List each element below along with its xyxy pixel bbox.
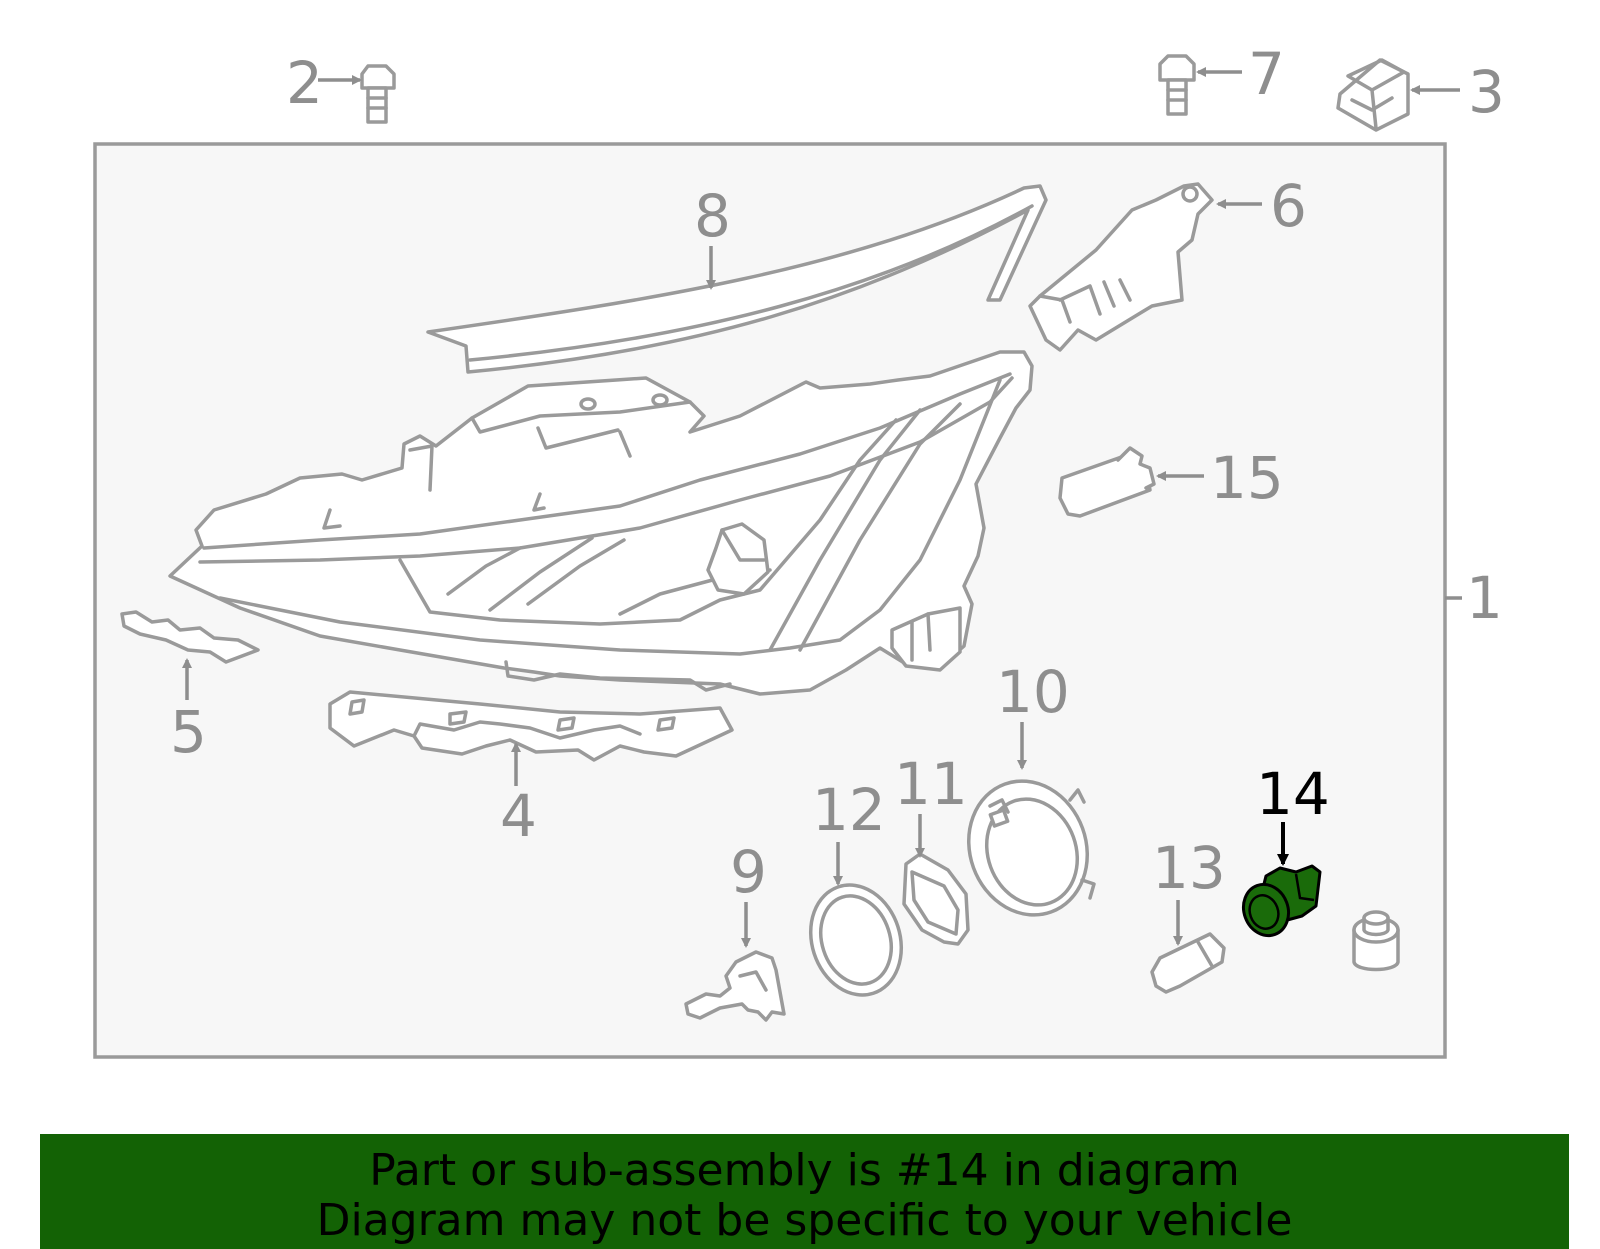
callout-8: 8 xyxy=(694,182,731,250)
callout-14: 14 xyxy=(1256,760,1330,828)
callout-12: 12 xyxy=(812,776,886,844)
part-3-clip xyxy=(1336,58,1410,132)
part-13-bulb xyxy=(1150,932,1226,994)
part-4-bracket xyxy=(328,690,734,762)
callout-7: 7 xyxy=(1248,40,1285,108)
banner-line-2: Diagram may not be specific to your vehi… xyxy=(316,1195,1293,1246)
part-8-trim-strip xyxy=(426,184,1048,374)
callout-1: 1 xyxy=(1466,564,1503,632)
headlamp-housing xyxy=(168,350,1034,696)
callout-11: 11 xyxy=(894,750,968,818)
callout-5: 5 xyxy=(170,698,207,766)
callout-2: 2 xyxy=(286,49,323,117)
part-10-ring xyxy=(966,779,1096,917)
part-12-gasket xyxy=(808,883,904,997)
part-5-bracket xyxy=(120,610,260,664)
callout-6: 6 xyxy=(1270,172,1307,240)
callout-3: 3 xyxy=(1468,58,1505,126)
callout-10: 10 xyxy=(996,658,1070,726)
bulb-cap xyxy=(1352,910,1400,972)
part-11-cover xyxy=(902,852,970,946)
banner-line-1: Part or sub-assembly is #14 in diagram xyxy=(369,1145,1240,1196)
callout-15: 15 xyxy=(1210,444,1284,512)
callout-9: 9 xyxy=(730,838,767,906)
part-2-bolt xyxy=(360,64,396,124)
part-15-bulb xyxy=(1058,446,1156,518)
info-banner: Part or sub-assembly is #14 in diagram D… xyxy=(40,1134,1569,1249)
callout-13: 13 xyxy=(1152,834,1226,902)
part-6-bracket xyxy=(1028,182,1214,352)
part-14-socket-highlighted xyxy=(1241,864,1322,938)
part-7-bolt xyxy=(1158,54,1196,116)
part-9-socket xyxy=(684,950,786,1022)
callout-4: 4 xyxy=(500,782,537,850)
